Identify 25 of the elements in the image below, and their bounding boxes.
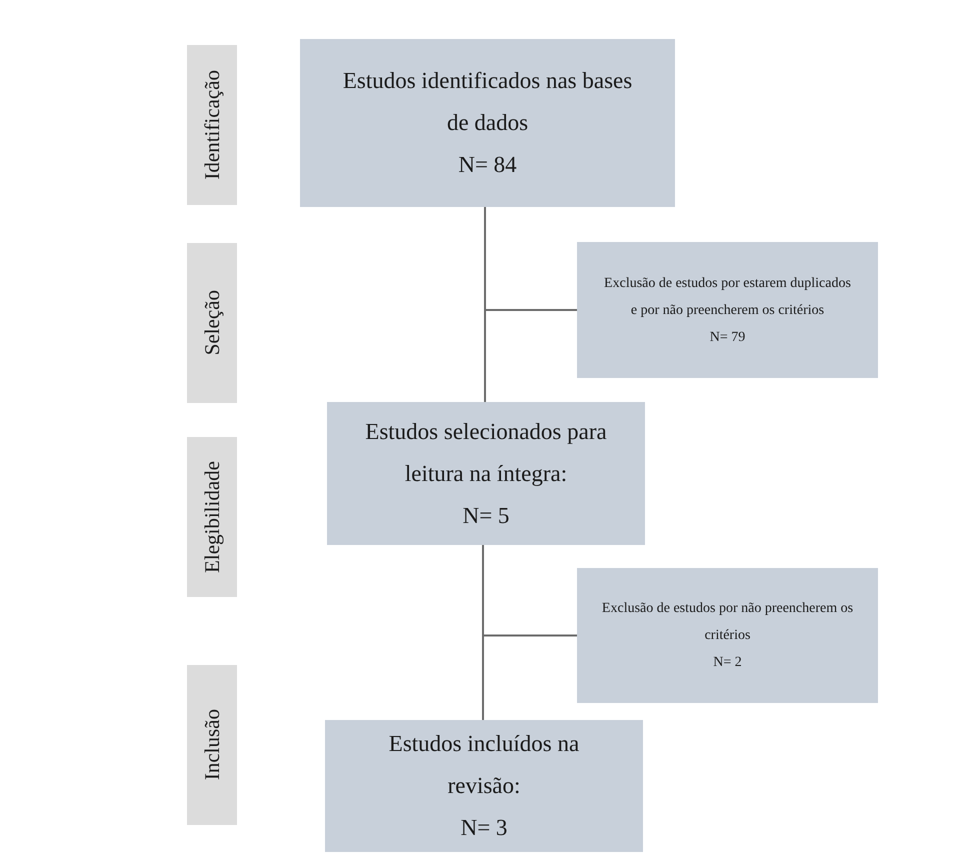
connector-line — [482, 545, 484, 720]
stage-band — [187, 437, 237, 597]
stage-band — [187, 45, 237, 205]
count-text: N= 3 — [460, 814, 508, 842]
box-text: Exclusão de estudos por não preencherem os critérios — [601, 600, 854, 645]
process-box — [327, 402, 645, 545]
box-text: Estudos identificados nas bases de dados — [342, 67, 634, 137]
box-text: Estudos selecionados para leitura na íntegra: — [364, 418, 608, 488]
stage-label: Inclusão — [202, 709, 222, 781]
stage-band — [187, 243, 237, 403]
connector-line — [484, 207, 486, 402]
box-text: Exclusão de estudos por estarem duplicados e por não preencherem os critérios — [603, 274, 852, 320]
exclusion-box — [577, 242, 878, 378]
count-text: N= 79 — [710, 328, 746, 346]
process-box — [300, 39, 675, 207]
count-text: N= 5 — [462, 502, 510, 530]
stage-label: Identificação — [202, 70, 222, 180]
stage-label: Seleção — [202, 290, 222, 356]
process-box — [325, 720, 643, 852]
count-text: N= 2 — [713, 654, 742, 672]
exclusion-box — [577, 568, 878, 703]
stage-band — [187, 665, 237, 825]
stage-label: Elegibilidade — [202, 461, 222, 573]
box-text: Estudos incluídos na revisão: — [388, 730, 580, 800]
count-text: N= 84 — [458, 151, 517, 179]
